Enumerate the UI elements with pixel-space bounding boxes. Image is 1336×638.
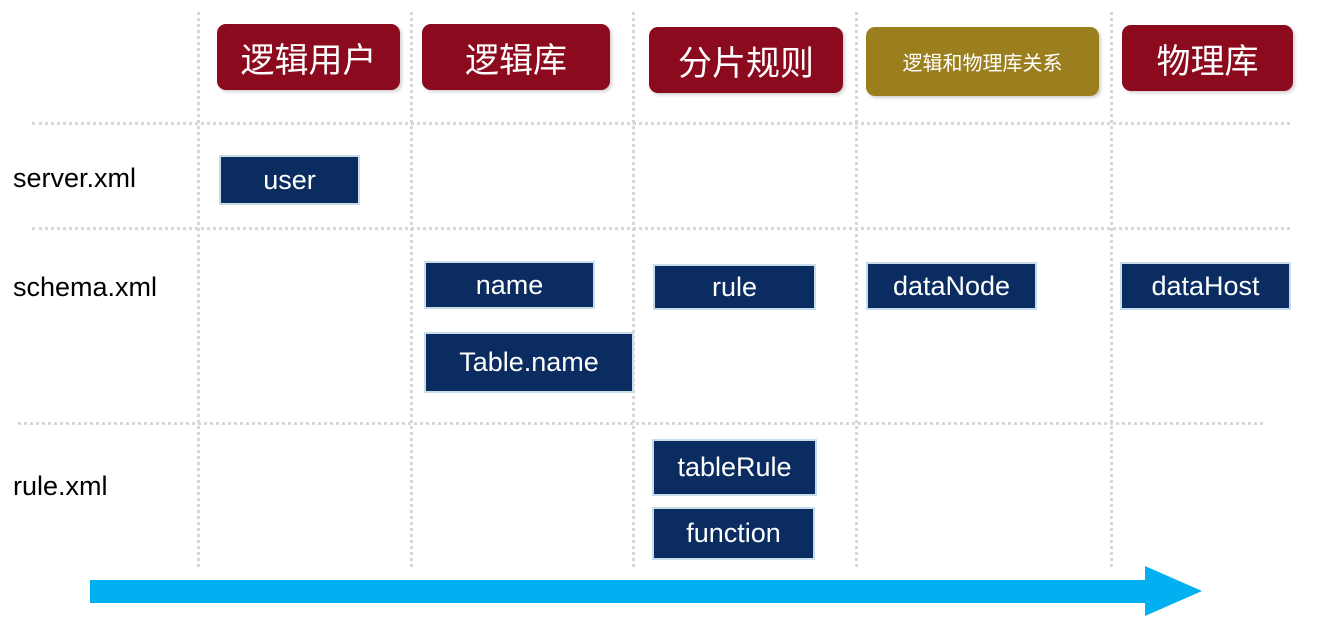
column-divider: [632, 12, 635, 567]
node-rule: rule: [653, 264, 816, 310]
flow-arrow: [90, 566, 1202, 616]
node-data-host: dataHost: [1120, 262, 1291, 310]
header-logical-db: 逻辑库: [422, 24, 610, 90]
node-user: user: [219, 155, 360, 205]
header-logical-user: 逻辑用户: [217, 24, 400, 90]
row-divider: [32, 122, 1290, 125]
column-divider: [410, 12, 413, 567]
column-divider: [197, 12, 200, 567]
node-function: function: [652, 507, 815, 560]
row-divider: [18, 422, 1263, 425]
node-name: name: [424, 261, 595, 309]
column-divider: [1110, 12, 1113, 567]
header-logical-physical-relation: 逻辑和物理库关系: [866, 27, 1099, 96]
node-data-node: dataNode: [866, 262, 1037, 310]
row-label-server: server.xml: [13, 163, 137, 193]
header-shard-rule: 分片规则: [649, 27, 843, 93]
row-label-schema: schema.xml: [13, 272, 158, 302]
column-divider: [855, 12, 858, 567]
node-table-rule: tableRule: [652, 439, 817, 496]
row-label-rule: rule.xml: [13, 471, 108, 501]
row-divider: [32, 227, 1290, 230]
node-table-name: Table.name: [424, 332, 634, 393]
header-physical-db: 物理库: [1122, 25, 1293, 91]
